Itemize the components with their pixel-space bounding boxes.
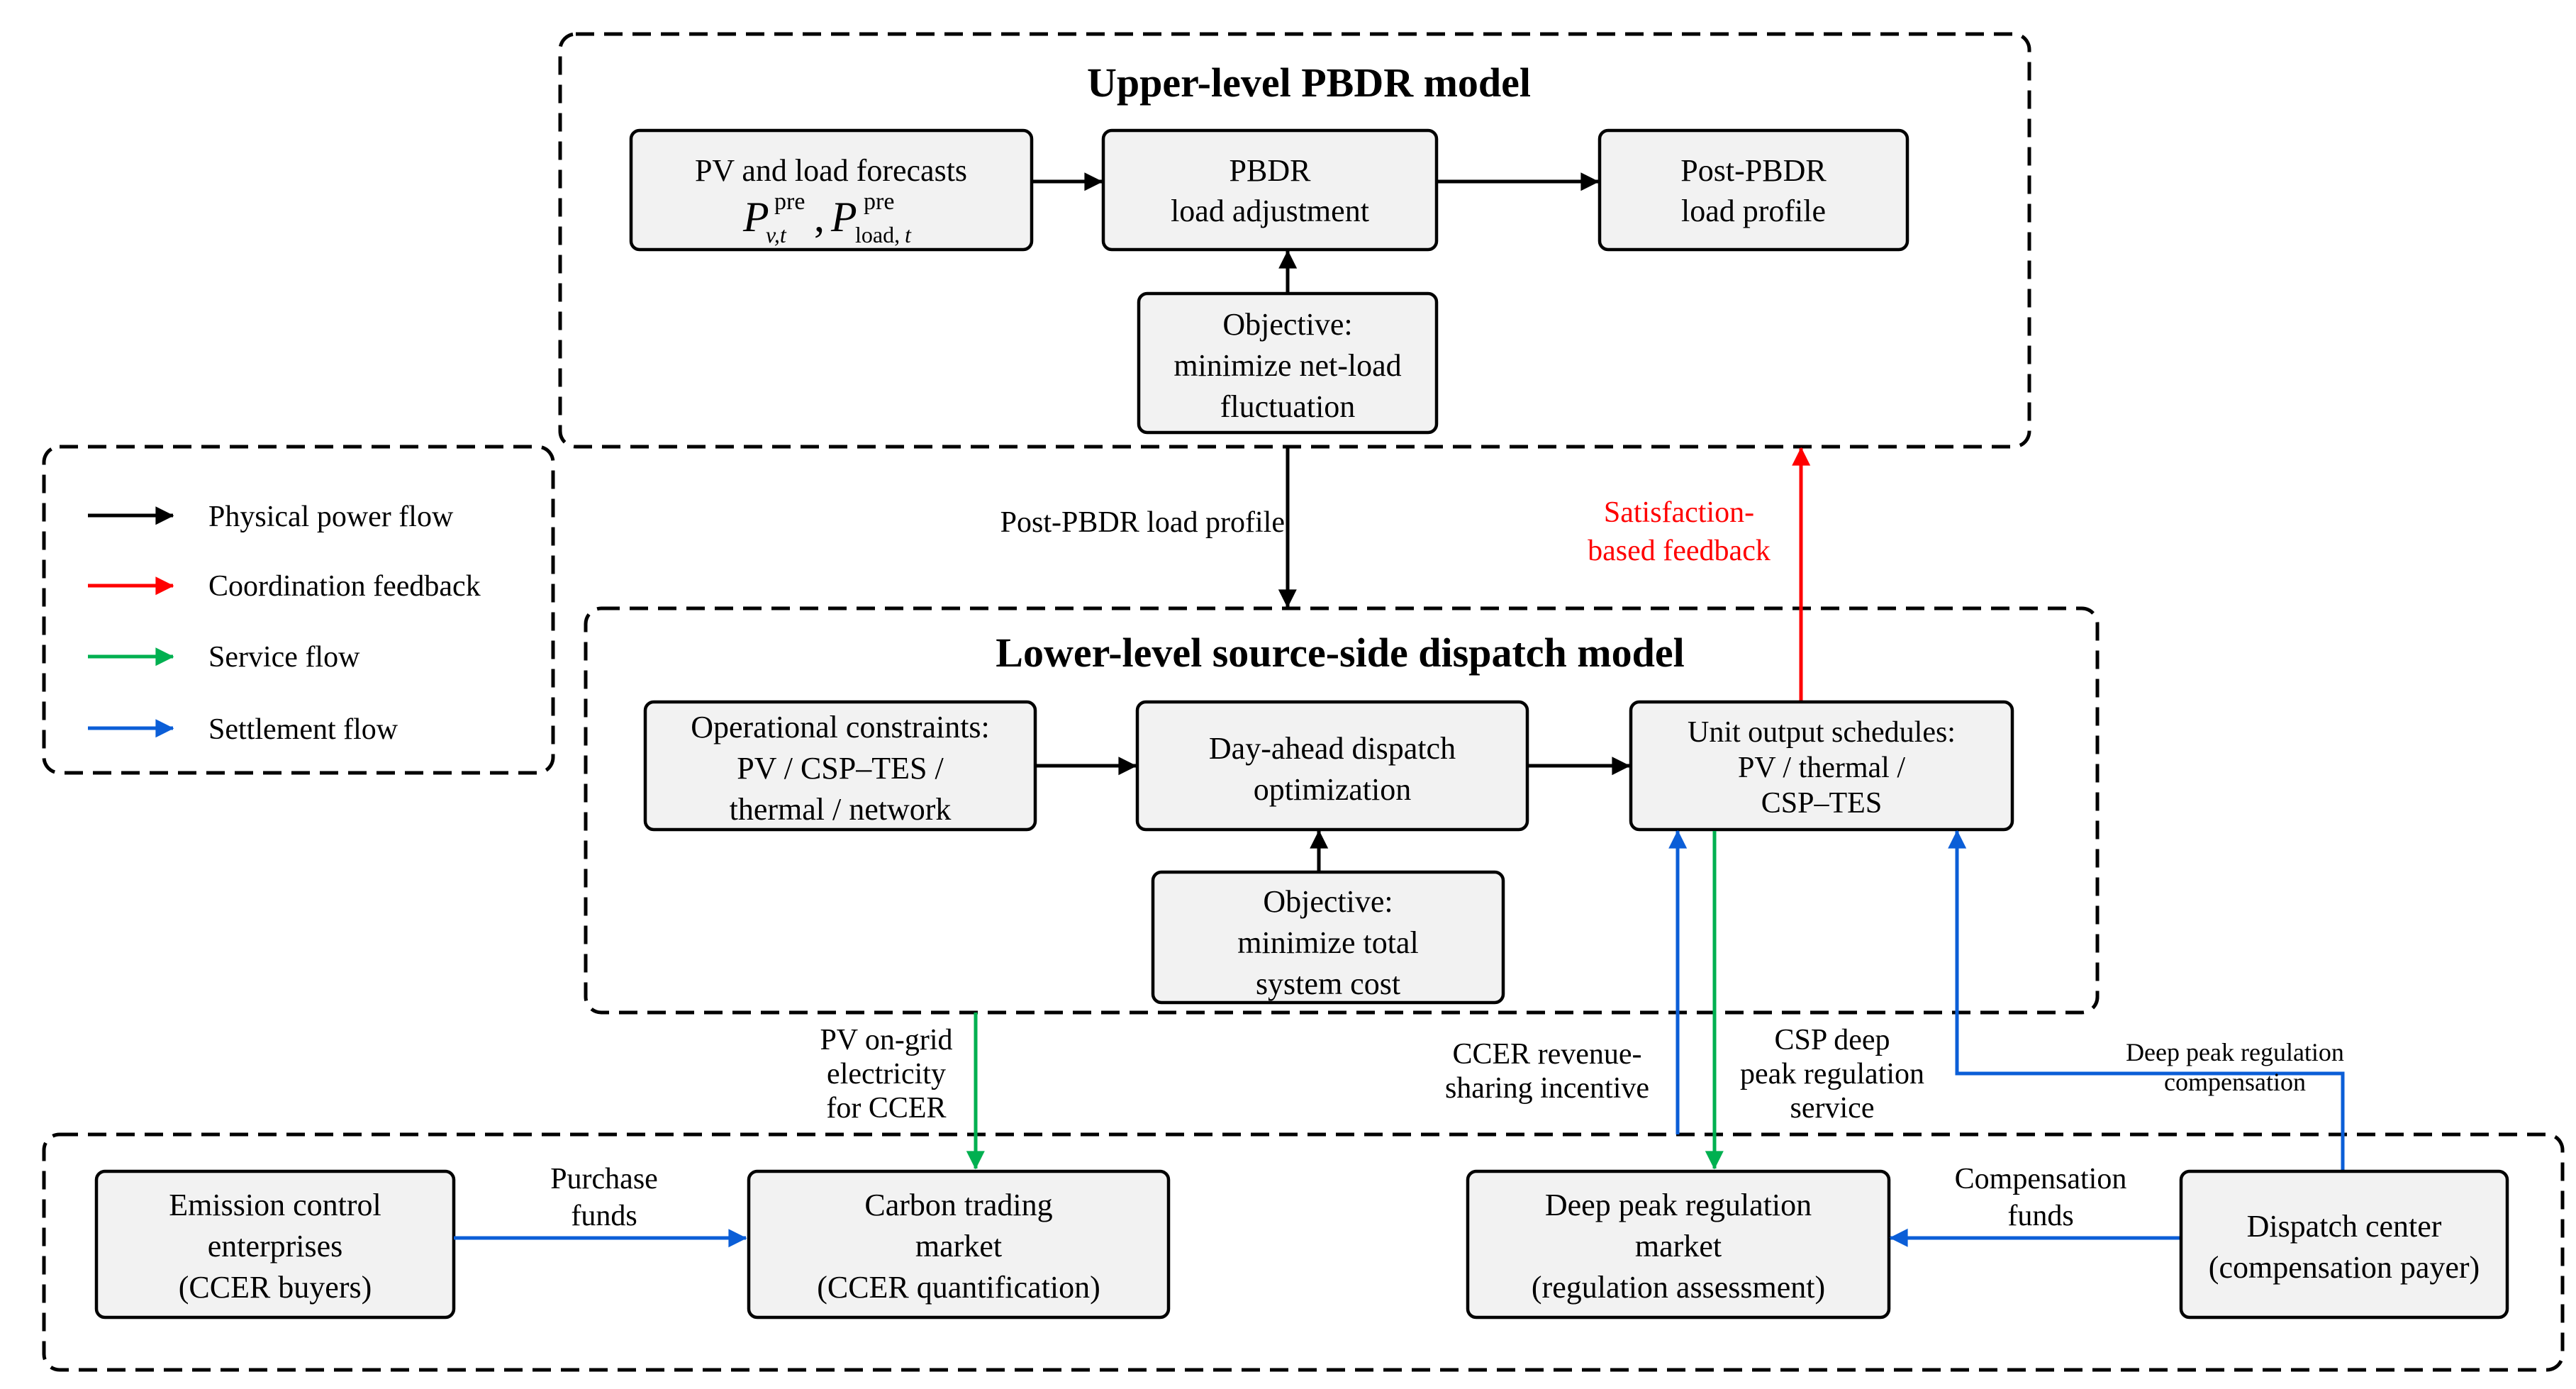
dispatch-opt-box (1135, 700, 1529, 832)
emission-line3: (CCER buyers) (179, 1270, 372, 1305)
lower-objective-line1: Objective: (1263, 884, 1393, 919)
schedules-line1: Unit output schedules: (1688, 716, 1956, 749)
upper-objective-line3: fluctuation (1220, 389, 1356, 424)
upper-level-title: Upper-level PBDR model (1087, 60, 1531, 106)
post-pbdr-box (1598, 128, 1909, 252)
ccer-incentive-line1: CCER revenue- (1452, 1038, 1641, 1071)
schedules-line2: PV / thermal / (1738, 752, 1905, 784)
purchase-line2: funds (571, 1200, 637, 1232)
svg-text:pre: pre (864, 189, 894, 215)
market-group (42, 1132, 2565, 1372)
deep-market-line3: (regulation assessment) (1532, 1270, 1825, 1305)
compensation-line2: funds (2007, 1200, 2073, 1232)
constraints-line2: PV / CSP–TES / (737, 751, 944, 786)
post-pbdr-line1: Post-PBDR (1680, 153, 1827, 188)
lower-level-group (584, 606, 2100, 1015)
upper-objective-line2: minimize net-load (1173, 348, 1401, 383)
purchase-line1: Purchase (550, 1163, 658, 1195)
carbon-line3: (CCER quantification) (817, 1270, 1100, 1305)
lower-objective-box (1151, 870, 1505, 1005)
legend-group (42, 445, 555, 775)
svg-text:load,: load, (855, 222, 900, 247)
svg-text:v,t: v,t (766, 222, 787, 247)
upper-to-lower-label: Post-PBDR load profile (1000, 506, 1285, 539)
pv-grid-line2: electricity (827, 1058, 946, 1090)
pv-grid-line1: PV on-grid (820, 1024, 952, 1056)
lower-objective-line3: system cost (1256, 966, 1400, 1001)
pbdr-adjust-line2: load adjustment (1171, 194, 1369, 228)
legend-settlement-label: Settlement flow (208, 713, 398, 746)
carbon-line2: market (915, 1229, 1002, 1264)
constraints-line1: Operational constraints: (691, 710, 990, 744)
pbdr-adjust-box (1101, 128, 1439, 252)
carbon-box (747, 1169, 1171, 1320)
legend-feedback-label: Coordination feedback (208, 570, 481, 603)
schedules-box (1629, 700, 2014, 832)
emission-box (94, 1169, 456, 1320)
svg-text:,: , (814, 194, 825, 240)
feedback-label-line2: based feedback (1588, 535, 1771, 567)
forecast-box (629, 128, 1034, 252)
dispatch-opt-line2: optimization (1254, 772, 1411, 807)
carbon-line1: Carbon trading (864, 1188, 1052, 1222)
csp-service-line2: peak regulation (1740, 1058, 1924, 1090)
deep-comp-line1: Deep peak regulation (2126, 1038, 2344, 1066)
svg-text:P: P (742, 194, 769, 240)
deep-comp-arrow (1948, 830, 2345, 1171)
deep-comp-line2: compensation (2164, 1068, 2306, 1096)
legend-physical-label: Physical power flow (208, 501, 454, 533)
deep-market-line2: market (1635, 1229, 1722, 1264)
forecast-box-label: PV and load forecasts (695, 153, 967, 188)
lower-objective-line2: minimize total (1237, 925, 1418, 960)
csp-service-line1: CSP deep (1775, 1024, 1890, 1056)
post-pbdr-line2: load profile (1681, 194, 1826, 228)
legend-service-label: Service flow (208, 641, 360, 674)
schedules-line3: CSP–TES (1761, 787, 1882, 820)
ccer-incentive-line2: sharing incentive (1445, 1072, 1649, 1105)
upper-level-group (558, 32, 2031, 449)
dispatch-center-box (2179, 1169, 2509, 1320)
legend: Physical power flow Coordination feedbac… (88, 501, 481, 746)
dispatch-center-line1: Dispatch center (2247, 1209, 2442, 1244)
emission-line2: enterprises (208, 1229, 343, 1264)
feedback-label-line1: Satisfaction- (1604, 496, 1754, 529)
dispatch-center-line2: (compensation payer) (2209, 1250, 2480, 1285)
dispatch-opt-line1: Day-ahead dispatch (1209, 731, 1456, 766)
svg-text:P: P (830, 194, 857, 240)
emission-line1: Emission control (169, 1188, 381, 1222)
constraints-line3: thermal / network (730, 792, 952, 827)
lower-level-title: Lower-level source-side dispatch model (996, 630, 1684, 676)
svg-text:t: t (905, 222, 912, 247)
deep-market-line1: Deep peak regulation (1545, 1188, 1812, 1222)
compensation-line1: Compensation (1955, 1163, 2127, 1195)
upper-objective-line1: Objective: (1222, 307, 1352, 342)
deep-market-box (1466, 1169, 1891, 1320)
forecast-formula: P pre v,t , P pre load, t (742, 189, 912, 247)
svg-text:pre: pre (774, 189, 805, 215)
pv-grid-line3: for CCER (826, 1092, 946, 1125)
pbdr-adjust-line1: PBDR (1230, 153, 1312, 188)
csp-service-line3: service (1790, 1092, 1875, 1125)
